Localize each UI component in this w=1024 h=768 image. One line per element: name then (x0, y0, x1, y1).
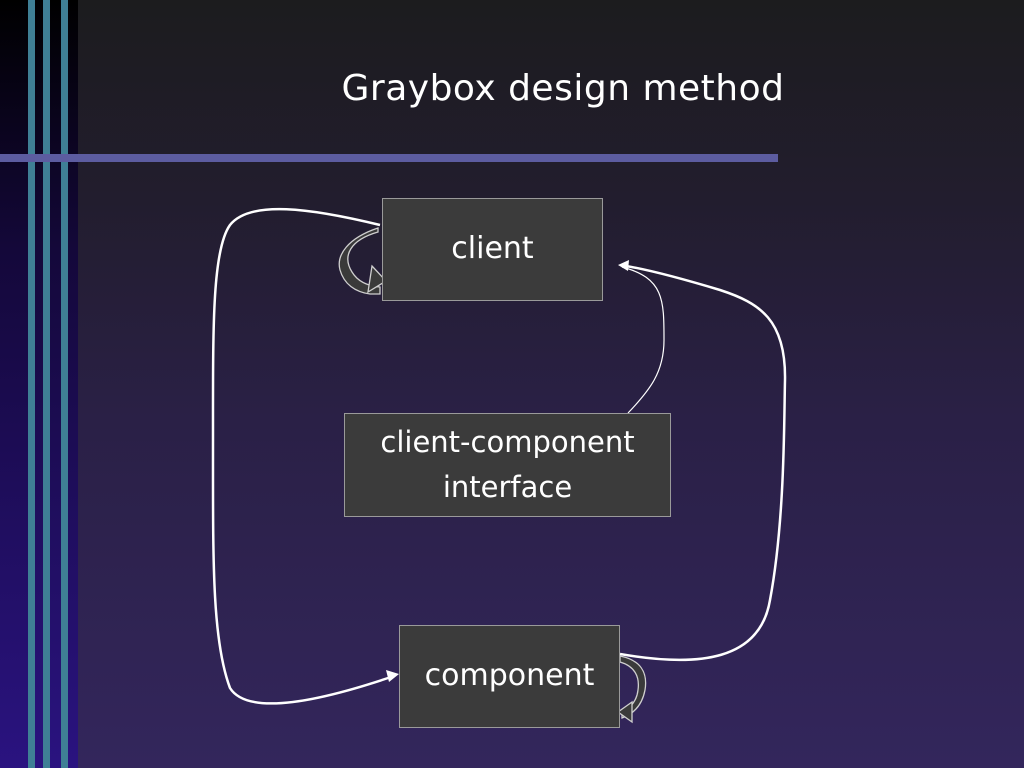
left-decor-panel (0, 0, 78, 768)
slide-title: Graybox design method (341, 68, 785, 109)
decor-stripe (61, 0, 68, 768)
arrowhead-into-client (618, 260, 629, 271)
client-component-interface-box: client-component interface (344, 413, 671, 517)
component-to-client-arrow (619, 264, 787, 662)
interface-to-client-connector (621, 266, 665, 414)
interface-box-label: client-component interface (380, 420, 634, 510)
client-to-component-arrow (211, 207, 395, 705)
client-box: client (382, 198, 603, 301)
interface-label-line2: interface (442, 470, 573, 504)
client-box-label: client (451, 231, 534, 267)
component-self-loop-arrowhead (616, 700, 633, 724)
component-box: component (399, 625, 620, 728)
decor-stripe (43, 0, 50, 768)
client-self-loop-icon (338, 227, 381, 295)
arrowhead-into-component (386, 670, 399, 682)
client-self-loop-arrowhead (367, 264, 388, 294)
decor-stripe (28, 0, 35, 768)
title-rule (0, 154, 778, 162)
interface-label-line1: client-component (380, 425, 635, 460)
component-box-label: component (424, 658, 595, 694)
